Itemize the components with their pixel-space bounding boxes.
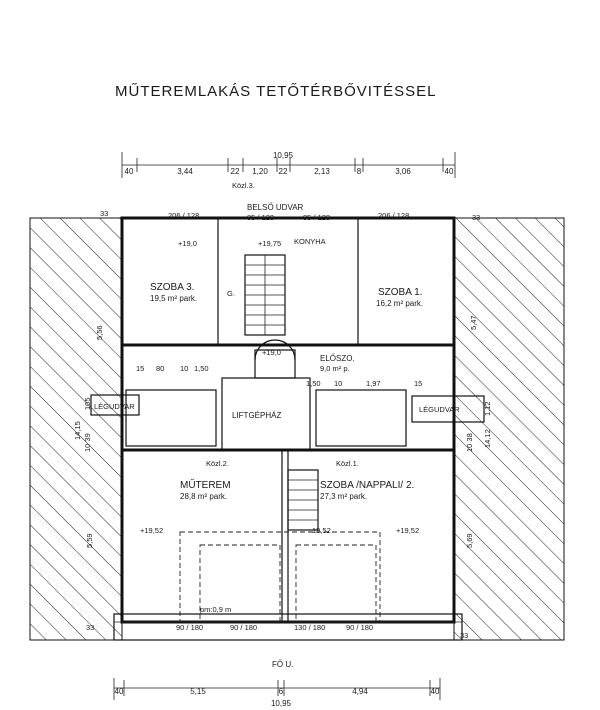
legudvar-left-label: LÉGUDVAR — [94, 402, 135, 411]
dim-label: 10 — [180, 364, 188, 373]
bottom-dim-seg: 6 — [279, 687, 284, 696]
top-dim-seg: 40 — [125, 167, 134, 176]
eloszo-label: ELŐSZO. — [320, 354, 355, 363]
bottom-total-dim: 10,95 — [271, 699, 292, 708]
level-mark: +19,75 — [258, 239, 281, 248]
pm-label: pm:0,9 m — [200, 605, 231, 614]
dim-label: 33 — [100, 209, 108, 218]
bottom-dimension-chain: 40 5,15 6 4,94 40 10,95 — [113, 678, 441, 708]
liftgephaz-label: LIFTGÉPHÁZ — [232, 411, 281, 420]
dim-label: 105 — [83, 397, 92, 410]
dim-label: 14,15 — [73, 421, 82, 440]
bottom-dim-seg: 40 — [115, 687, 124, 696]
bottom-window-label: 130 / 180 — [294, 623, 325, 632]
level-mark: 19,52 — [312, 526, 331, 535]
building-walls — [120, 216, 456, 624]
top-dim-seg: 22 — [231, 167, 240, 176]
dim-label: 33 — [472, 213, 480, 222]
szoba1-label: SZOBA 1. — [378, 287, 422, 298]
dim-label: 15 — [136, 364, 144, 373]
plan-title: MŰTEREMLAKÁS TETŐTÉRBŐVITÉSSEL — [115, 83, 436, 100]
level-mark: +19,52 — [396, 526, 419, 535]
bottom-window-label: 90 / 180 — [230, 623, 257, 632]
lift-door — [254, 339, 296, 379]
level-mark: +19,0 — [178, 239, 197, 248]
balcony — [113, 613, 463, 641]
szoba3-area: 19,5 m² park. — [150, 294, 197, 303]
window-label: 206 / 128 — [378, 211, 409, 220]
dim-label: 33 — [460, 631, 468, 640]
bottom-window-label: 90 / 180 — [176, 623, 203, 632]
konyha-label: KONYHA — [294, 237, 326, 246]
window-label: 206 / 128 — [168, 211, 199, 220]
room-labels: Közl.3. BELSŐ UDVAR 206 / 128 85 / 128 8… — [73, 181, 492, 669]
belso-udvar-label: BELSŐ UDVAR — [247, 203, 304, 212]
dim-label: 1,97 — [366, 379, 381, 388]
bottom-dim-seg: 40 — [431, 687, 440, 696]
legudvar-box-right — [411, 395, 485, 423]
bottom-window-label: 90 / 180 — [346, 623, 373, 632]
top-total-dim: 10,95 — [273, 151, 294, 160]
muterem-label: MŰTEREM — [180, 477, 231, 491]
dim-label: 1,50 — [194, 364, 209, 373]
top-dim-seg: 1,20 — [252, 167, 268, 176]
kozl3-label: Közl.3. — [232, 181, 255, 190]
dim-label: 14,12 — [483, 429, 492, 448]
szoba1-area: 16,2 m² park. — [376, 299, 423, 308]
staircase-top — [244, 254, 286, 336]
kozl1-label: Közl.1. — [336, 459, 359, 468]
dim-label: 5,56 — [95, 325, 104, 340]
dim-label: 10 39 — [83, 433, 92, 452]
staircase-bottom — [287, 469, 319, 531]
top-dim-seg: 22 — [279, 167, 288, 176]
dim-label: 5,47 — [469, 315, 478, 330]
dim-label: 80 — [156, 364, 164, 373]
top-dimension-chain: 10,95 40 3,44 22 1,20 22 2,13 8 3,06 40 — [121, 151, 456, 178]
eloszo-area: 9,0 m² p. — [320, 364, 350, 373]
kozl2-label: Közl.2. — [206, 459, 229, 468]
dim-label: 5,69 — [465, 533, 474, 548]
top-dim-seg: 40 — [445, 167, 454, 176]
top-dim-seg: 8 — [357, 167, 362, 176]
muterem-area: 28,8 m² park. — [180, 492, 227, 501]
top-dim-seg: 3,06 — [395, 167, 411, 176]
dim-label: 33 — [86, 623, 94, 632]
top-dim-seg: 2,13 — [314, 167, 330, 176]
dim-label: 1,12 — [483, 401, 492, 416]
level-mark: +19,0 — [262, 348, 281, 357]
fo-u-label: FŐ U. — [272, 660, 293, 669]
szoba3-label: SZOBA 3. — [150, 282, 194, 293]
neighbour-walls — [29, 217, 565, 641]
window-label: 85 / 128 — [303, 213, 330, 222]
dim-label: 10 38 — [465, 433, 474, 452]
legudvar-box-left — [90, 394, 140, 416]
dim-label: 15 — [414, 379, 422, 388]
legudvar-right-label: LÉGUDVAR — [419, 405, 460, 414]
level-mark: +19,52 — [140, 526, 163, 535]
dim-label: 5,59 — [85, 533, 94, 548]
bottom-dim-seg: 4,94 — [352, 687, 368, 696]
window-label: 85 / 128 — [247, 213, 274, 222]
dim-label: 10 — [334, 379, 342, 388]
g-label: G. — [227, 289, 235, 298]
szoba-nappali-area: 27,3 m² park. — [320, 492, 367, 501]
bottom-dim-seg: 5,15 — [190, 687, 206, 696]
szoba-nappali-label: SZOBA /NAPPALI/ 2. — [320, 480, 414, 491]
top-dim-seg: 3,44 — [177, 167, 193, 176]
dim-label: 1,50 — [306, 379, 321, 388]
